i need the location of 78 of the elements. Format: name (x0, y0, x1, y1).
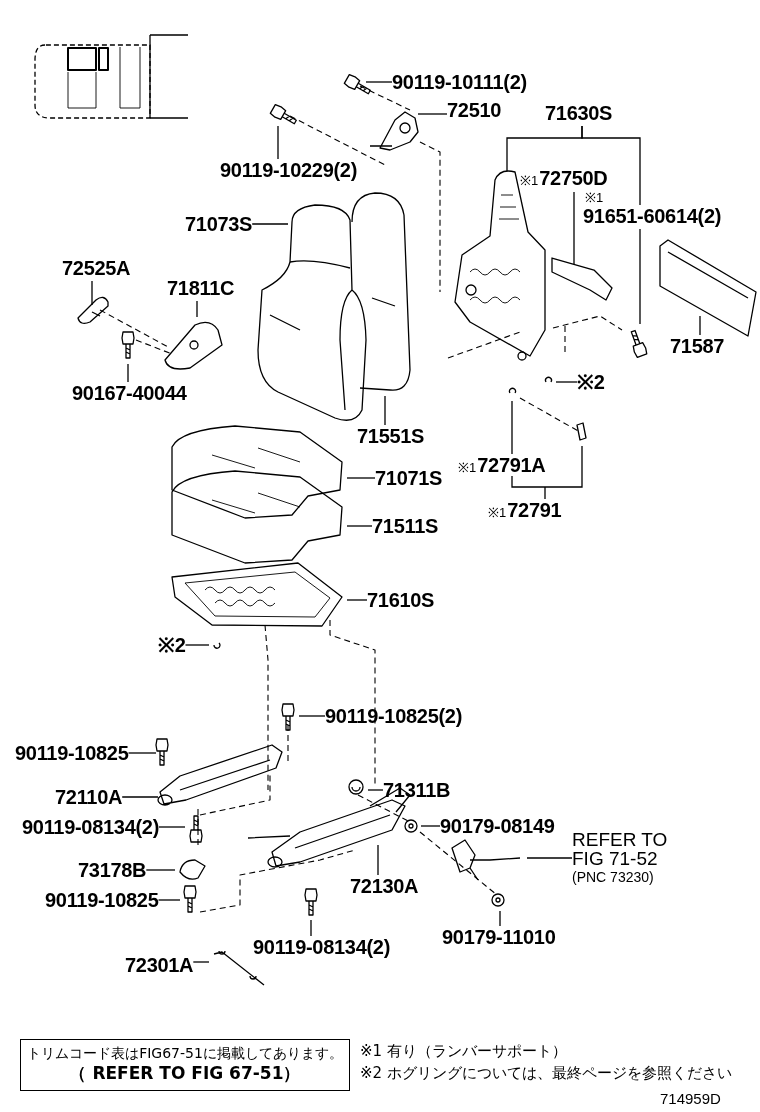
leader-line (298, 715, 326, 717)
footnote: ※1 有り（ランバーサポート） (360, 1042, 567, 1061)
part-number: 71630S (545, 102, 613, 124)
leader-line (699, 315, 701, 336)
leader-line (121, 796, 159, 798)
leader-line (511, 445, 583, 500)
part-number: 90119-08134(2) (22, 816, 160, 838)
seat-rail (157, 744, 283, 806)
leader-line (555, 381, 578, 383)
leader-line (127, 363, 129, 383)
part-number: 72525A (62, 257, 131, 279)
leader-line (251, 223, 289, 225)
note-text: （ REFER TO FIG 67-51） (68, 1063, 302, 1083)
footnote-mark: ※1 (520, 173, 539, 188)
leader-line (157, 899, 181, 901)
leader-line (573, 191, 575, 265)
note-box (20, 1039, 350, 1091)
leader-line (420, 825, 441, 827)
part-number: 91651-60614(2) (583, 205, 722, 227)
part-number: 73178B (78, 859, 147, 881)
leader-line (127, 752, 157, 754)
reference-note: REFER TO FIG 71-52 (572, 830, 669, 868)
part-number: 72791A (477, 454, 546, 476)
footnote-mark: ※1 (458, 460, 477, 475)
part-number: 71311B (383, 779, 451, 801)
part-number: 90119-08134(2) (253, 936, 391, 958)
part-number: ※2 (577, 371, 605, 393)
part-number: 72110A (55, 786, 123, 808)
leader-line (639, 228, 641, 325)
part-number: 71610S (367, 589, 435, 611)
leader-line (365, 81, 393, 83)
knob (77, 296, 109, 324)
leader-line (145, 869, 176, 871)
part-number: 90119-10825 (15, 742, 129, 764)
leader-line (526, 857, 573, 859)
leader-line (310, 919, 312, 937)
leader-line (346, 525, 373, 527)
part-number: 90119-10111(2) (392, 71, 527, 93)
leader-line (506, 125, 583, 172)
drawing-number: 714959D (660, 1090, 721, 1107)
leader-line (384, 395, 386, 426)
footnote-mark: ※1 (488, 505, 507, 520)
leader-line (91, 280, 93, 306)
leader-line (192, 961, 210, 963)
leader-line (499, 910, 501, 927)
pnc-note: (PNC 73230) (572, 868, 655, 887)
part-number: 71073S (185, 213, 253, 235)
part-number: 72791 (507, 499, 562, 521)
part-number: 90167-40044 (72, 382, 187, 404)
part-number: 71551S (357, 425, 425, 447)
footnote-mark: ※1 (585, 189, 604, 207)
leader-line (377, 844, 379, 876)
bolt (155, 738, 169, 766)
leader-line (196, 300, 198, 318)
leader-line (184, 644, 210, 646)
part-number: 90119-10825(2) (325, 705, 463, 727)
part-number: 90119-10229(2) (220, 159, 358, 181)
leader-line (158, 826, 186, 828)
part-number: 71811C (167, 277, 235, 299)
part-number: 72130A (350, 875, 419, 897)
part-number: 72750D (539, 167, 608, 189)
leader-line (277, 125, 279, 160)
part-number: 71511S (372, 515, 439, 537)
part-number: ※2 (158, 634, 186, 656)
note-text: トリムコード表はFIG67-51に掲載してあります。 (26, 1044, 344, 1063)
part-number: 90179-08149 (440, 815, 555, 837)
seat-bracket (369, 111, 419, 151)
part-number: 72510 (447, 99, 502, 121)
part-number: 90119-10825 (45, 889, 159, 911)
leader-line (346, 599, 368, 601)
leader-line (417, 113, 448, 115)
part-number: 90179-11010 (442, 926, 556, 948)
leader-line (511, 400, 513, 455)
part-number: 71587 (670, 335, 725, 357)
leader-line (367, 789, 384, 791)
part-number: 71071S (375, 467, 443, 489)
leader-line (346, 477, 376, 479)
part-number: 72301A (125, 954, 194, 976)
